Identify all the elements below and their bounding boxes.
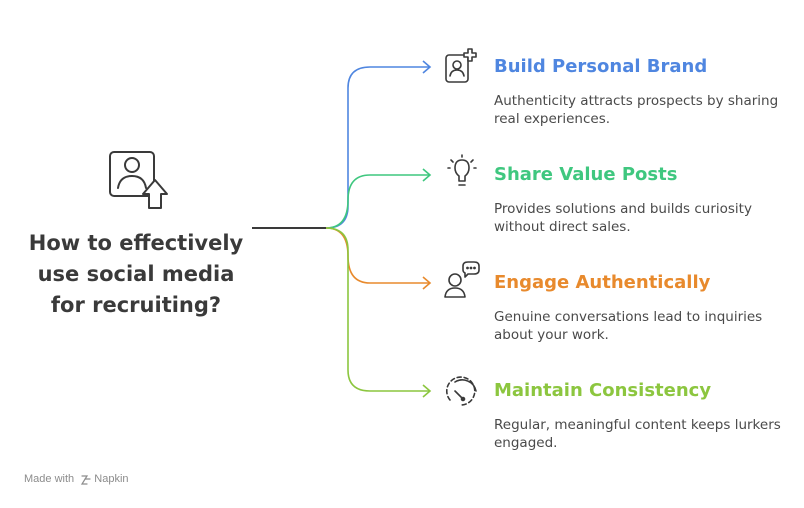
branch-desc-build-personal-brand: Authenticity attracts prospects by shari… bbox=[494, 93, 779, 127]
lightbulb-icon bbox=[447, 154, 477, 186]
profile-plus-icon bbox=[445, 48, 477, 83]
branch-desc-engage-authentically: Genuine conversations lead to inquiries … bbox=[494, 309, 763, 343]
connector-share-value-posts bbox=[325, 174, 430, 229]
central-question: How to effectively use social media for … bbox=[28, 231, 244, 317]
arrowhead-share-value-posts bbox=[422, 168, 432, 182]
branch-title-maintain-consistency: Maintain Consistency bbox=[494, 380, 712, 401]
branch-title-engage-authentically: Engage Authentically bbox=[494, 272, 711, 293]
footer-brand: Napkin bbox=[94, 473, 129, 485]
connector-build-personal-brand bbox=[325, 66, 430, 229]
branch-title-share-value-posts: Share Value Posts bbox=[494, 164, 678, 185]
footer-made-with: Made with bbox=[24, 473, 75, 485]
branch-title-build-personal-brand: Build Personal Brand bbox=[494, 56, 708, 77]
chat-person-icon bbox=[444, 261, 480, 298]
profile-upload-icon bbox=[109, 151, 168, 209]
connector-maintain-consistency bbox=[325, 227, 430, 392]
clock-icon bbox=[445, 376, 477, 406]
branch-desc-share-value-posts: Provides solutions and builds curiosity … bbox=[494, 201, 752, 235]
branch-desc-maintain-consistency: Regular, meaningful content keeps lurker… bbox=[494, 417, 781, 451]
footer-credit: Made with Napkin bbox=[24, 473, 129, 485]
napkin-logo-icon bbox=[80, 475, 91, 485]
arrowhead-engage-authentically bbox=[422, 276, 432, 290]
arrowhead-maintain-consistency bbox=[422, 384, 432, 398]
connector-engage-authentically bbox=[325, 227, 430, 284]
arrowhead-build-personal-brand bbox=[422, 60, 432, 74]
